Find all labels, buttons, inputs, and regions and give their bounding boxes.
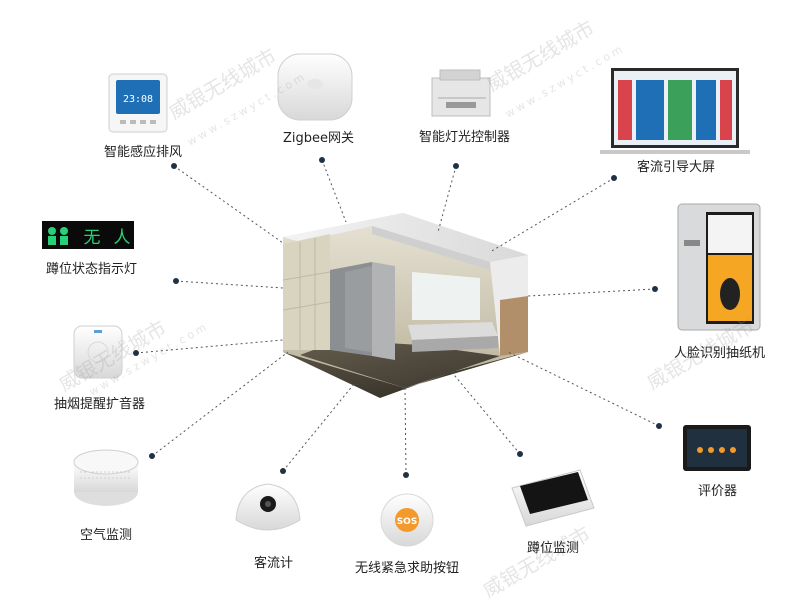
connector-dot: [517, 451, 523, 457]
guide-screen-icon: [600, 68, 750, 154]
smoke-speaker-icon: [73, 325, 123, 379]
connector-line: [437, 165, 457, 233]
stall-indicator-char: 无: [84, 228, 101, 248]
connector-dot: [173, 278, 179, 284]
connector-lines: [133, 157, 662, 478]
sos-text: SOS: [397, 517, 418, 527]
gateway-icon: [277, 53, 353, 121]
label-guide-screen: 客流引导大屏: [637, 160, 716, 175]
label-face-tissue-machine: 人脸识别抽纸机: [674, 346, 766, 361]
stall-indicator-icon: 无 人: [42, 221, 134, 249]
connector-line: [175, 280, 284, 289]
label-stall-sensor: 蹲位监测: [527, 541, 580, 556]
connector-line: [527, 288, 656, 297]
label-people-counter: 客流计: [254, 556, 294, 571]
label-rating-device: 评价器: [698, 484, 738, 499]
connector-line: [489, 177, 615, 253]
connector-dot: [453, 163, 459, 169]
connector-dot: [611, 175, 617, 181]
connector-line: [507, 351, 660, 427]
watermark: 威银无线城市: [165, 44, 281, 125]
sos-button-icon: SOS: [380, 493, 434, 547]
connector-dot: [656, 423, 662, 429]
stall-indicator-char: 人: [114, 228, 131, 248]
face-tissue-machine-icon: [677, 203, 761, 331]
air-monitor-icon: [73, 449, 139, 506]
label-smoke-speaker: 抽烟提醒扩音器: [54, 397, 146, 412]
connector-line: [173, 165, 284, 244]
label-stall-indicator: 蹲位状态指示灯: [46, 262, 138, 277]
connector-line: [321, 159, 347, 223]
label-smart-exhaust: 智能感应排风: [104, 145, 183, 160]
svg-text:23:08: 23:08: [123, 94, 153, 105]
thermostat-icon: 23:08: [108, 73, 168, 133]
connector-dot: [403, 472, 409, 478]
connector-line: [151, 351, 289, 457]
restroom-3d-model: [282, 213, 528, 398]
connector-dot: [149, 453, 155, 459]
connector-dot: [280, 468, 286, 474]
people-counter-icon: [235, 483, 301, 531]
label-sos-button: 无线紧急求助按钮: [355, 561, 460, 576]
label-air-monitor: 空气监测: [80, 528, 133, 543]
connector-line: [282, 383, 355, 472]
connector-dot: [652, 286, 658, 292]
watermark: 威银无线城市: [479, 522, 595, 600]
connector-line: [449, 369, 521, 455]
connector-dot: [319, 157, 325, 163]
watermark: 威银无线城市: [483, 16, 599, 97]
label-zigbee-gateway: Zigbee网关: [283, 131, 355, 146]
connector-dot: [171, 163, 177, 169]
label-light-controller: 智能灯光控制器: [419, 130, 511, 145]
connector-dot: [133, 350, 139, 356]
connector-line: [404, 387, 407, 476]
rating-device-icon: [683, 425, 751, 471]
stall-sensor-icon: [511, 469, 595, 527]
light-controller-icon: [431, 69, 491, 117]
